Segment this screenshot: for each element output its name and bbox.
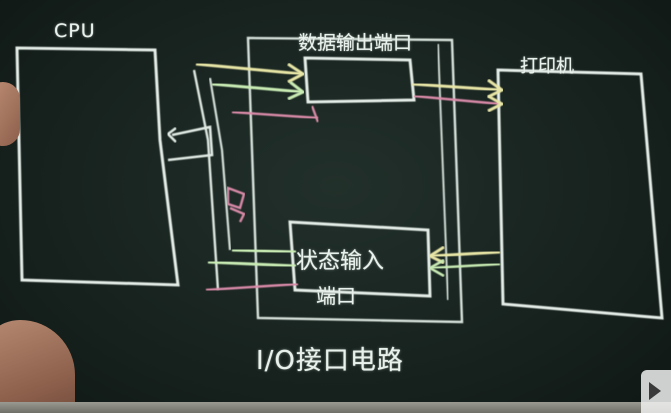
port-to-printer-arrow-1 xyxy=(411,82,501,92)
data-arrow-to-port-2 xyxy=(211,82,303,94)
select-line-upper-tick xyxy=(310,105,320,123)
printer-to-status-arrow-1-head xyxy=(426,245,445,265)
bus-vertical-line-1 xyxy=(192,69,220,291)
port-to-printer-arrow-2 xyxy=(413,94,501,106)
select-line-upper xyxy=(231,110,319,120)
status-to-cpu-line xyxy=(231,248,297,254)
data-arrow-to-port-1 xyxy=(195,62,303,76)
cpu-label: CPU xyxy=(54,20,96,42)
io-interface-label: I/O接口电路 xyxy=(256,346,404,376)
cpu-bus-connector xyxy=(167,125,214,162)
play-icon[interactable] xyxy=(641,370,671,413)
printer-to-status-arrow-2 xyxy=(431,262,501,270)
io-interface-box xyxy=(246,36,464,324)
data-arrow-to-port-2-head xyxy=(287,80,306,101)
presenter-finger xyxy=(0,82,20,146)
bus-vertical-line-2 xyxy=(208,77,232,251)
printer-to-status-arrow-1 xyxy=(431,250,501,258)
printer-label: 打印机 xyxy=(520,56,574,77)
status-input-label-line2: 端口 xyxy=(316,284,356,308)
status-to-cpu-line-lower xyxy=(207,260,297,268)
data-output-port-box xyxy=(303,56,416,104)
board-ledge xyxy=(0,402,671,413)
printer-box xyxy=(496,68,664,320)
printer-to-status-arrow-2-head xyxy=(427,258,445,278)
data-arrow-to-port-1-head xyxy=(287,62,306,84)
status-to-cpu-arrow-head xyxy=(166,126,177,143)
cpu-box xyxy=(15,46,180,287)
status-input-label-line1: 状态输入 xyxy=(296,249,385,274)
port-to-printer-arrow-2-head xyxy=(487,94,506,113)
select-line-lower xyxy=(205,282,299,292)
decoder-mark xyxy=(226,186,246,223)
port-to-printer-arrow-1-head xyxy=(487,78,505,99)
data-output-port-label: 数据输出端口 xyxy=(298,32,413,54)
